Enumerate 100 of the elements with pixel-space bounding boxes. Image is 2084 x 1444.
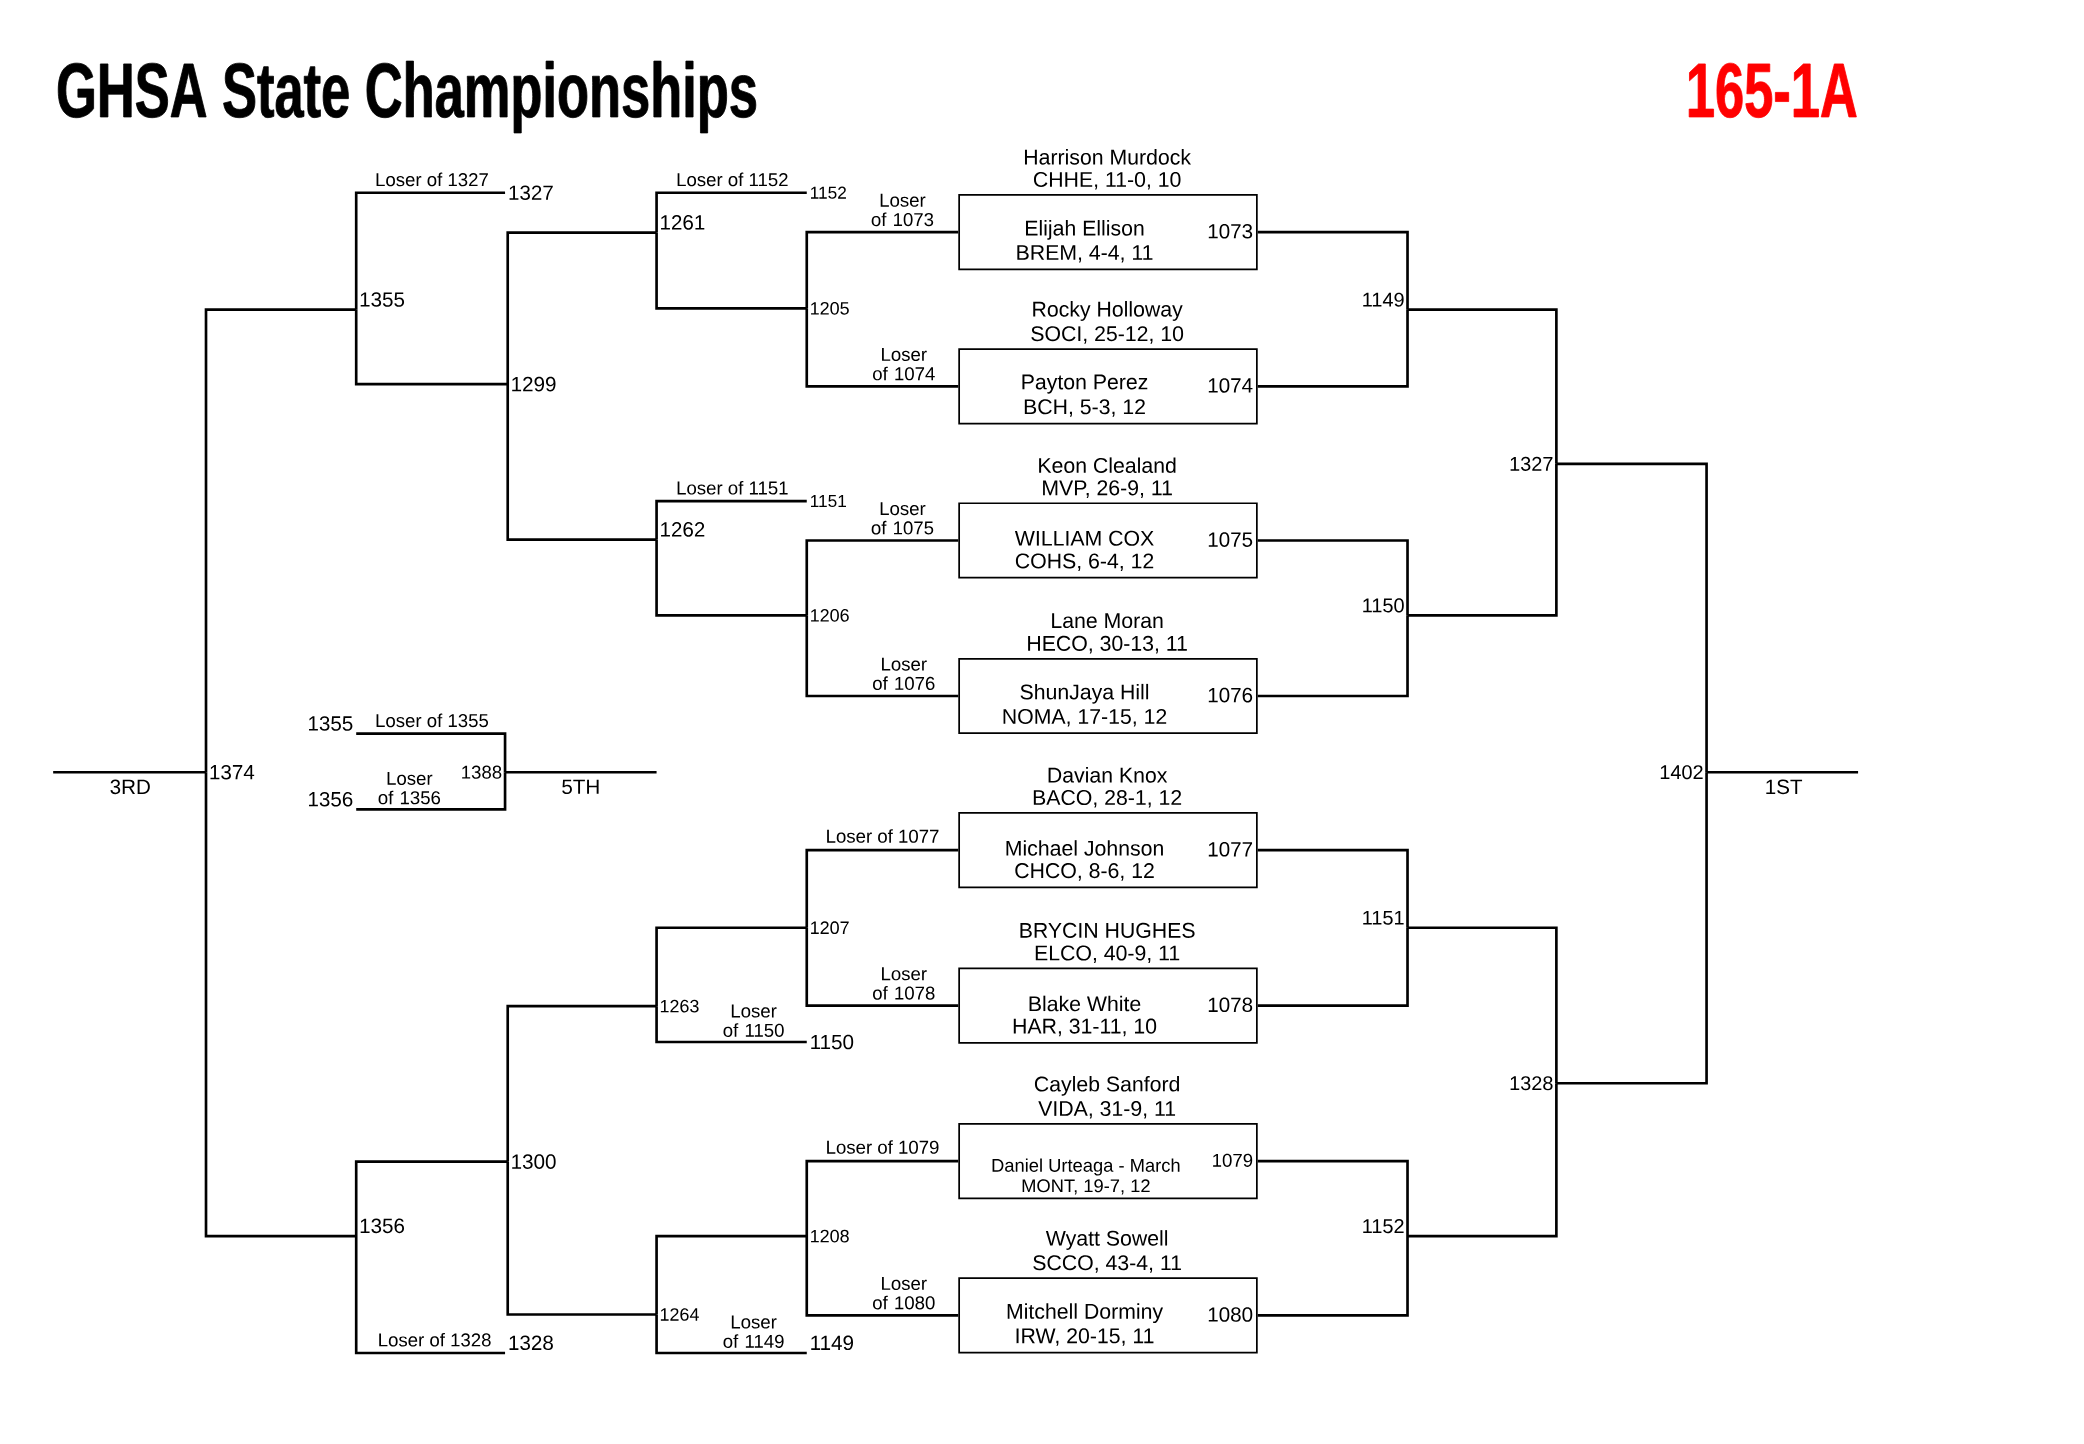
match-number: 1402 xyxy=(1660,765,1703,780)
match-number: 1074 xyxy=(1208,378,1253,393)
match-number: 1355 xyxy=(360,292,405,307)
bracket-line xyxy=(506,1161,657,1316)
team-record: CHHE, 11-0, 10 xyxy=(1033,171,1181,190)
match-number: 1149 xyxy=(811,1335,853,1351)
bracket-line xyxy=(655,499,807,540)
wrestler-name: BRYCIN HUGHES xyxy=(1020,922,1195,938)
team-record: COHS, 6-4, 12 xyxy=(1015,553,1154,571)
bracket-line xyxy=(506,384,657,541)
match-number: 1150 xyxy=(811,1034,854,1050)
edge-label: Loser of 1080 xyxy=(863,1276,945,1311)
bracket-line xyxy=(655,191,807,233)
wrestler-name: Rocky Holloway xyxy=(1033,301,1183,321)
bracket-line xyxy=(655,1314,807,1355)
wrestler-name: Payton Perez xyxy=(1022,374,1148,394)
bracket-line xyxy=(655,539,807,617)
match-number: 1328 xyxy=(509,1335,553,1351)
match-number: 1355 xyxy=(309,716,353,731)
edge-label: Loser of 1073 xyxy=(861,193,943,227)
match-number: 1080 xyxy=(1208,1307,1253,1322)
wrestler-name: Mitchell Dorminy xyxy=(1007,1303,1164,1324)
bracket-line xyxy=(1257,230,1409,310)
edge-label: Loser of 1152 xyxy=(675,171,790,187)
match-number: 1150 xyxy=(1363,598,1404,613)
edge-label: 3RD xyxy=(109,778,152,795)
match-number: 1263 xyxy=(660,999,699,1013)
match-number: 1356 xyxy=(309,791,353,807)
wrestler-name: Elijah Ellison xyxy=(1026,220,1144,240)
team-record: NOMA, 17-15, 12 xyxy=(1003,708,1167,727)
match-number: 1300 xyxy=(512,1154,556,1169)
team-record: BACO, 28-1, 12 xyxy=(1033,790,1182,808)
match-number: 1151 xyxy=(811,495,846,508)
team-record: MVP, 26-9, 11 xyxy=(1043,480,1172,498)
bracket-line xyxy=(805,230,959,309)
team-record: BREM, 4-4, 11 xyxy=(1017,245,1153,263)
match-number: 1206 xyxy=(811,609,849,622)
edge-label: Loser of 1078 xyxy=(863,966,945,1001)
match-number: 1151 xyxy=(1363,910,1404,925)
match-number: 1075 xyxy=(1208,532,1253,547)
edge-label: Loser of 1355 xyxy=(374,712,490,728)
bracket-line xyxy=(1257,309,1409,388)
wrestler-name: Daniel Urteaga - March xyxy=(992,1158,1180,1176)
bracket-line xyxy=(805,539,959,616)
edge-label: Loser of 1074 xyxy=(863,347,945,381)
team-record: HECO, 30-13, 11 xyxy=(1028,635,1187,654)
edge-label: Loser of 1149 xyxy=(713,1314,795,1349)
bracket-line xyxy=(204,772,357,1238)
wrestler-name: ShunJaya Hill xyxy=(1020,683,1149,704)
bracket-line xyxy=(805,308,959,388)
edge-label: 1ST xyxy=(1764,778,1804,795)
match-number: 1388 xyxy=(462,765,502,779)
wrestler-name: Blake White xyxy=(1029,995,1141,1012)
team-record: IRW, 20-15, 11 xyxy=(1016,1328,1154,1346)
match-number: 1207 xyxy=(811,921,849,935)
bracket-line xyxy=(805,615,959,698)
bracket-line xyxy=(655,232,807,310)
edge-label: Loser of 1328 xyxy=(377,1332,493,1348)
bracket-line xyxy=(1257,539,1409,616)
team-record: ELCO, 40-9, 11 xyxy=(1035,945,1180,964)
edge-label: Loser of 1075 xyxy=(861,501,943,536)
bracket-line xyxy=(1257,927,1409,1007)
team-record: BCH, 5-3, 12 xyxy=(1024,399,1145,417)
edge-label: Loser of 1079 xyxy=(824,1139,941,1155)
bracket-line xyxy=(1407,463,1558,617)
bracket-line xyxy=(1556,772,1708,1085)
wrestler-name: Harrison Murdock xyxy=(1025,149,1191,165)
edge-label: 5TH xyxy=(560,778,601,795)
match-number: 1327 xyxy=(509,185,553,200)
match-number: 1152 xyxy=(811,186,846,199)
match-number: 1299 xyxy=(512,376,556,392)
match-number: 1079 xyxy=(1213,1153,1253,1167)
match-number: 1328 xyxy=(1510,1076,1553,1091)
bracket-line xyxy=(1407,308,1558,464)
match-number: 1262 xyxy=(661,522,705,537)
team-record: MONT, 19-7, 12 xyxy=(1022,1179,1150,1195)
wrestler-name: Cayleb Sanford xyxy=(1034,1075,1180,1096)
bracket-line xyxy=(1407,926,1558,1084)
team-record: SCCO, 43-4, 11 xyxy=(1033,1255,1181,1273)
bracket-line xyxy=(1257,615,1409,698)
team-record: SOCI, 25-12, 10 xyxy=(1031,326,1184,344)
match-number: 1077 xyxy=(1208,842,1253,857)
bracket-line xyxy=(805,1236,959,1317)
bracket-line xyxy=(1407,1083,1558,1238)
bracket-line xyxy=(356,732,507,773)
bracket-line xyxy=(354,1236,506,1355)
match-number: 1152 xyxy=(1363,1219,1404,1234)
match-number: 1261 xyxy=(661,215,705,230)
match-number: 1073 xyxy=(1208,223,1253,239)
match-number: 1076 xyxy=(1208,687,1253,703)
bracket-line xyxy=(356,772,507,811)
edge-label: Loser of 1076 xyxy=(863,657,945,691)
bracket-line xyxy=(655,1006,807,1044)
bracket-line xyxy=(1257,1236,1409,1317)
match-number: 1356 xyxy=(360,1218,405,1234)
bracket-line xyxy=(506,1004,657,1162)
edge-label: Loser of 1356 xyxy=(368,771,450,805)
team-record: HAR, 31-11, 10 xyxy=(1013,1018,1157,1037)
bracket-line xyxy=(505,770,657,774)
edge-label: Loser of 1327 xyxy=(374,171,490,187)
